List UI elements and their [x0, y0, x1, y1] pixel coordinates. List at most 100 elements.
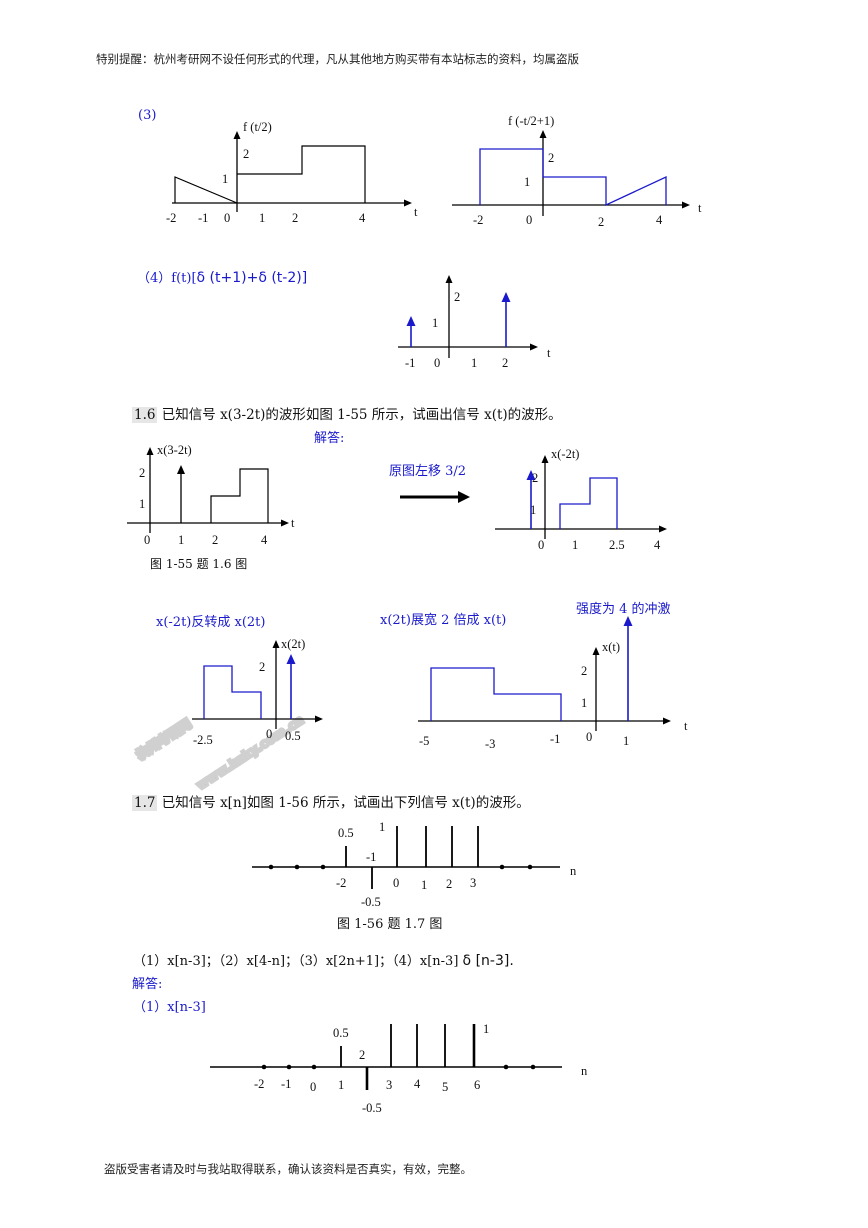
ans-v-05: -0.5: [362, 1101, 382, 1115]
f-b-x4: 4: [656, 213, 663, 227]
answer-1-6: 解答:: [314, 431, 345, 446]
problem-1-7-text: 已知信号 x[n]如图 1-56 所示，试画出下列信号 x(t)的波形。: [161, 795, 530, 811]
fig156-x1: 1: [421, 878, 427, 892]
problem-1-6-number: 1.6: [132, 407, 158, 423]
reverse-note: x(-2t)反转成 x(2t): [156, 615, 266, 630]
fig4-y1: 1: [581, 696, 587, 710]
fig156-v-05: -0.5: [361, 895, 381, 909]
f-a-x2: 2: [292, 211, 298, 225]
problem-1-6: 1.6 已知信号 x(3-2t)的波形如图 1-55 所示，试画出信号 x(t)…: [132, 403, 562, 423]
items-text-b: δ [n-3].: [462, 953, 514, 969]
caption-1-55: 图 1-55 题 1.6 图: [150, 557, 248, 571]
f-a-x0: 0: [224, 211, 230, 225]
imp-axis: t: [547, 346, 551, 360]
fig4-x1: 1: [623, 734, 629, 748]
fig2-x1: 1: [572, 538, 578, 552]
ans-v05: 0.5: [333, 1026, 349, 1040]
imp-x1: 1: [471, 356, 477, 370]
f-b-title: f (-t/2+1): [508, 114, 554, 128]
fig155-x1: 1: [178, 533, 184, 547]
page-header: 特别提醒：杭州考研网不设任何形式的代理，凡从其他地方购买带有本站标志的资料，均属…: [96, 52, 579, 66]
ans-x1: 1: [338, 1078, 344, 1092]
fig156-x0: 0: [393, 876, 399, 890]
fig156-axis: n: [570, 864, 577, 878]
problem-1-7-items: （1）x[n-3]；（2）x[4-n]；（3）x[2n+1]；（4）x[n-3]…: [133, 950, 514, 969]
fig156-v-1: -1: [366, 850, 376, 864]
fig3-title: x(2t): [281, 637, 305, 651]
fig155-x4: 4: [261, 533, 268, 547]
fig2-y2: 2: [532, 471, 538, 485]
fig4-axis: t: [684, 719, 688, 733]
part4-label-a: （4）f(t)[: [137, 271, 197, 286]
fig156-v05: 0.5: [338, 826, 354, 840]
fig155-title: x(3-2t): [157, 443, 192, 457]
f-b-y2: 2: [548, 151, 554, 165]
items-text-a: （1）x[n-3]；（2）x[4-n]；（3）x[2n+1]；（4）x[n-3]: [133, 954, 459, 969]
ans-x-1: -1: [281, 1077, 291, 1091]
ans-x3: 3: [386, 1078, 392, 1092]
ans-x-2: -2: [254, 1077, 264, 1091]
page-footer: 盗版受害者请及时与我站取得联系，确认该资料是否真实，有效，完整。: [104, 1162, 472, 1176]
fig2-x25: 2.5: [609, 538, 625, 552]
fig2-y1: 1: [530, 503, 536, 517]
sub-answer-1: （1）x[n-3]: [133, 1000, 206, 1015]
fig4-x0: 0: [586, 730, 592, 744]
fig155-x2: 2: [212, 533, 218, 547]
part4-label-b: δ (t+1)+δ (t-2)]: [196, 270, 308, 286]
part3-label: (3): [138, 108, 157, 123]
fig4-x-5: -5: [419, 734, 429, 748]
f-a-x-2: -2: [166, 211, 176, 225]
ans-v1: 1: [483, 1022, 489, 1036]
stretch-note: x(2t)展宽 2 倍成 x(t): [380, 613, 507, 628]
caption-1-56: 图 1-56 题 1.7 图: [337, 917, 443, 932]
fig3-x-25: -2.5: [193, 733, 213, 747]
imp-y1: 1: [432, 316, 438, 330]
ans-x0: 0: [310, 1080, 316, 1094]
fig2-x4: 4: [654, 538, 661, 552]
impulse-strength-note: 强度为 4 的冲激: [576, 602, 671, 617]
fig2-title: x(-2t): [551, 447, 579, 461]
imp-x-1: -1: [405, 356, 415, 370]
fig3-x0: 0: [266, 727, 272, 741]
f-b-x0: 0: [526, 213, 532, 227]
answer-1-7: 解答:: [132, 977, 163, 992]
fig3-x05: 0.5: [285, 729, 301, 743]
f-b-y1: 1: [524, 175, 530, 189]
fig155-x0: 0: [144, 533, 150, 547]
fig4-x-3: -3: [485, 737, 495, 751]
fig156-x3: 3: [470, 876, 476, 890]
fig4-x-1: -1: [550, 732, 560, 746]
fig2-x0: 0: [538, 538, 544, 552]
fig156-v1: 1: [379, 820, 385, 834]
f-a-x4: 4: [359, 211, 366, 225]
fig156-x-2: -2: [336, 876, 346, 890]
ans-x5: 5: [442, 1080, 448, 1094]
f-a-y1: 1: [222, 172, 228, 186]
f-b-axis: t: [698, 201, 702, 215]
ans-x6: 6: [474, 1078, 480, 1092]
f-b-x2: 2: [598, 215, 604, 229]
imp-x2: 2: [502, 356, 508, 370]
imp-y2: 2: [454, 290, 460, 304]
f-a-y2: 2: [243, 147, 249, 161]
fig155-y1: 1: [139, 497, 145, 511]
ans-axis: n: [581, 1064, 588, 1078]
f-a-title: f (t/2): [243, 120, 272, 134]
shift-left-note: 原图左移 3/2: [389, 464, 467, 479]
problem-1-7-number: 1.7: [132, 795, 158, 811]
problem-1-7: 1.7 已知信号 x[n]如图 1-56 所示，试画出下列信号 x(t)的波形。: [132, 791, 530, 811]
f-a-x-1: -1: [198, 211, 208, 225]
fig3-y2: 2: [259, 660, 265, 674]
fig155-axis: t: [291, 516, 295, 530]
